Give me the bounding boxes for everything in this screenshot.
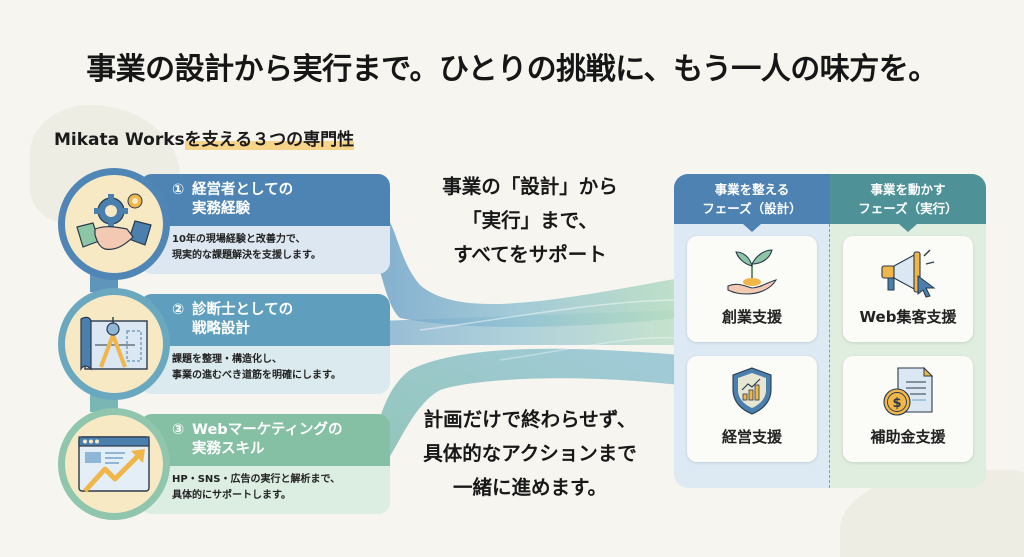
phase-panel: 事業を整える フェーズ（設計） 事業を動かす フェーズ（実行） 創業支援 [674,174,986,488]
section-label: Mikata Worksを支える３つの専門性 [54,125,355,150]
center-message-top: 事業の「設計」から 「実行」まで、 すべてをサポート [395,170,665,272]
section-highlight: を支える３つの専門性 [184,130,355,150]
expertise-title-line: 戦略設計 [192,321,250,337]
handshake-gear-icon [76,193,152,250]
flow-highlight [499,336,681,361]
expertise-title-line: 実務スキル [192,441,265,457]
blueprint-compass-icon [80,316,148,371]
expertise-desc-line: 10年の現場経験と改善力で、 [172,234,306,245]
service-card-management[interactable]: 経営支援 [687,356,817,462]
center-message-line: 事業の「設計」から [442,175,618,198]
service-card-web-marketing[interactable]: Web集客支援 [843,236,973,342]
center-message-line: すべてをサポート [453,243,607,266]
expertise-desc-line: 具体的にサポートします。 [172,490,291,501]
center-message-line: 「実行」まで、 [462,209,598,232]
flow-highlight [419,299,681,331]
expertise-title-line: 経営者としての [192,182,294,198]
service-label: Web集客支援 [859,308,957,326]
expertise-card-3: ③ Webマーケティングの 実務スキル HP・SNS・広告の実行と解析まで、 具… [40,408,390,520]
phase-divider [829,224,830,488]
expertise-desc-line: 事業の進むべき道筋を明確にします。 [172,370,341,381]
service-label: 補助金支援 [870,428,946,446]
phase-header: 事業を整える フェーズ（設計） [674,174,830,232]
expertise-title: ① 経営者としての 実務経験 [140,174,390,226]
phase-header-line: フェーズ（実行） [858,201,958,216]
phase-header-line: フェーズ（設計） [702,201,802,216]
center-message-line: 一緒に進めます。 [452,476,608,499]
phase-header-line: 事業を動かす [870,182,946,197]
expertise-description: 課題を整理・構造化し、 事業の進むべき道筋を明確にします。 [140,346,390,394]
brand-name: Mikata Works [54,130,185,150]
service-card-subsidy[interactable]: $ 補助金支援 [843,356,973,462]
expertise-desc-line: HP・SNS・広告の実行と解析まで、 [172,474,341,485]
expertise-card-1: ① 経営者としての 実務経験 10年の現場経験と改善力で、 現実的な課題解決を支… [40,168,390,280]
center-message-line: 計画だけで終わらせず、 [423,408,637,431]
expertise-title-line: 診断士としての [192,302,294,318]
document-coin-icon: $ [883,366,934,416]
service-label: 経営支援 [721,428,782,446]
browser-growth-icon [78,436,150,493]
expertise-desc-line: 課題を整理・構造化し、 [172,354,282,365]
megaphone-cursor-icon [881,249,936,298]
main-title: 事業の設計から実行まで。ひとりの挑戦に、もう一人の味方を。 [86,52,938,87]
expertise-description: 10年の現場経験と改善力で、 現実的な課題解決を支援します。 [140,226,390,274]
sprout-hand-icon [727,249,778,295]
service-label: 創業支援 [721,308,782,326]
expertise-number: ① [172,182,185,198]
svg-text:$: $ [892,396,901,411]
flow-ribbon-2 [350,310,680,345]
expertise-title-line: Webマーケティングの [192,422,343,438]
expertise-description: HP・SNS・広告の実行と解析まで、 具体的にサポートします。 [140,466,390,514]
expertise-desc-line: 現実的な課題解決を支援します。 [172,250,321,261]
shield-chart-icon [732,367,772,415]
center-message-bottom: 計画だけで終わらせず、 具体的なアクションまで 一緒に進めます。 [395,403,665,505]
expertise-icon-circle [58,168,170,280]
expertise-title: ② 診断士としての 戦略設計 [140,294,390,346]
phase-header: 事業を動かす フェーズ（実行） [830,174,986,232]
center-message-line: 具体的なアクションまで [423,442,637,465]
service-card-startup[interactable]: 創業支援 [687,236,817,342]
expertise-icon-circle [58,408,170,520]
expertise-card-2: ② 診断士としての 戦略設計 課題を整理・構造化し、 事業の進むべき道筋を明確に… [40,288,390,400]
expertise-title: ③ Webマーケティングの 実務スキル [140,414,390,466]
expertise-icon-circle [58,288,170,400]
phase-header-line: 事業を整える [714,182,790,197]
expertise-title-line: 実務経験 [192,201,250,217]
expertise-number: ② [172,302,185,318]
expertise-number: ③ [172,422,185,438]
